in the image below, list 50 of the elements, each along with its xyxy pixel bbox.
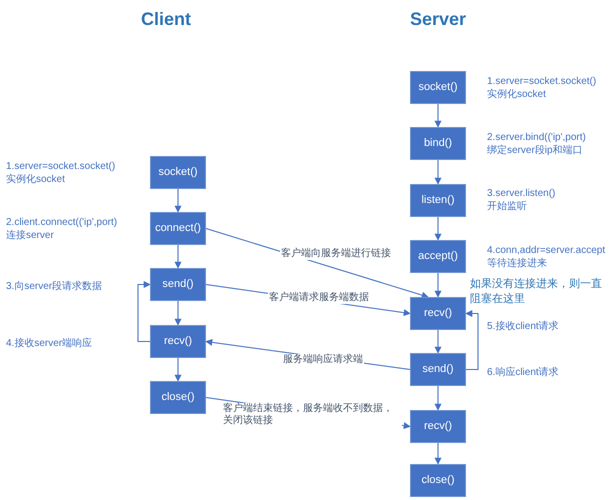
annotation-text: 开始监听 (487, 200, 528, 213)
arrow (434, 272, 442, 298)
note-text: 4.接收server端响应 (6, 337, 94, 350)
note-text: 3.向server段请求数据 (6, 280, 104, 293)
annotation-text: 6.响应client请求 (487, 366, 560, 379)
arrow (174, 244, 182, 269)
arrow (434, 104, 442, 128)
process-box: recv() (150, 325, 206, 358)
process-box: bind() (410, 127, 466, 160)
annotation-text: 实例化socket (487, 88, 547, 101)
annotation-text: 3.server.listen() (487, 187, 556, 200)
note-text: 如果没有连接进来，则一直阻塞在这里 (470, 277, 603, 307)
process-box: close() (410, 464, 466, 497)
process-box: recv() (410, 410, 466, 443)
edge-label: 客户端向服务端进行链接 (280, 248, 392, 260)
arrow (434, 160, 442, 185)
column-heading: Client (140, 8, 192, 31)
process-box: close() (150, 381, 206, 414)
annotation-text: 1.server=socket.socket() (487, 75, 598, 88)
annotation-text: 4.conn,addr=server.accept (487, 244, 606, 257)
annotation-text: 连接server (6, 229, 55, 242)
process-box: connect() (150, 212, 206, 245)
process-box: accept() (410, 240, 466, 273)
arrow (434, 442, 442, 465)
process-box: listen() (410, 184, 466, 217)
arrow (434, 386, 442, 411)
process-box: send() (410, 353, 466, 386)
arrow (174, 300, 182, 326)
arrow (174, 188, 182, 213)
arrow (434, 216, 442, 241)
arrow (174, 358, 182, 382)
process-box: send() (150, 268, 206, 301)
annotation-text: 2.client.connect(('ip',port) (6, 216, 118, 229)
edge-label: 服务端响应请求端 (282, 354, 364, 366)
arrow (465, 310, 478, 370)
process-box: socket() (150, 156, 206, 189)
annotation-text: 绑定server段ip和端口 (487, 144, 584, 157)
edge-label: 客户端结束链接，服务端收不到数据，关闭该链接 (222, 403, 402, 427)
annotation-text: 实例化socket (6, 173, 66, 186)
edge-label: 客户端请求服务端数据 (268, 292, 370, 304)
column-heading: Server (408, 8, 468, 31)
annotation-text: 2.server.bind(('ip',port) (487, 131, 587, 144)
annotation-text: 等待连接进来 (487, 257, 548, 270)
process-box: socket() (410, 71, 466, 104)
process-box: recv() (410, 297, 466, 330)
arrow (434, 330, 442, 354)
arrow (138, 281, 151, 342)
annotation-text: 5.接收client请求 (487, 320, 560, 333)
annotation-text: 1.server=socket.socket() (6, 160, 116, 173)
arrow (206, 228, 429, 298)
